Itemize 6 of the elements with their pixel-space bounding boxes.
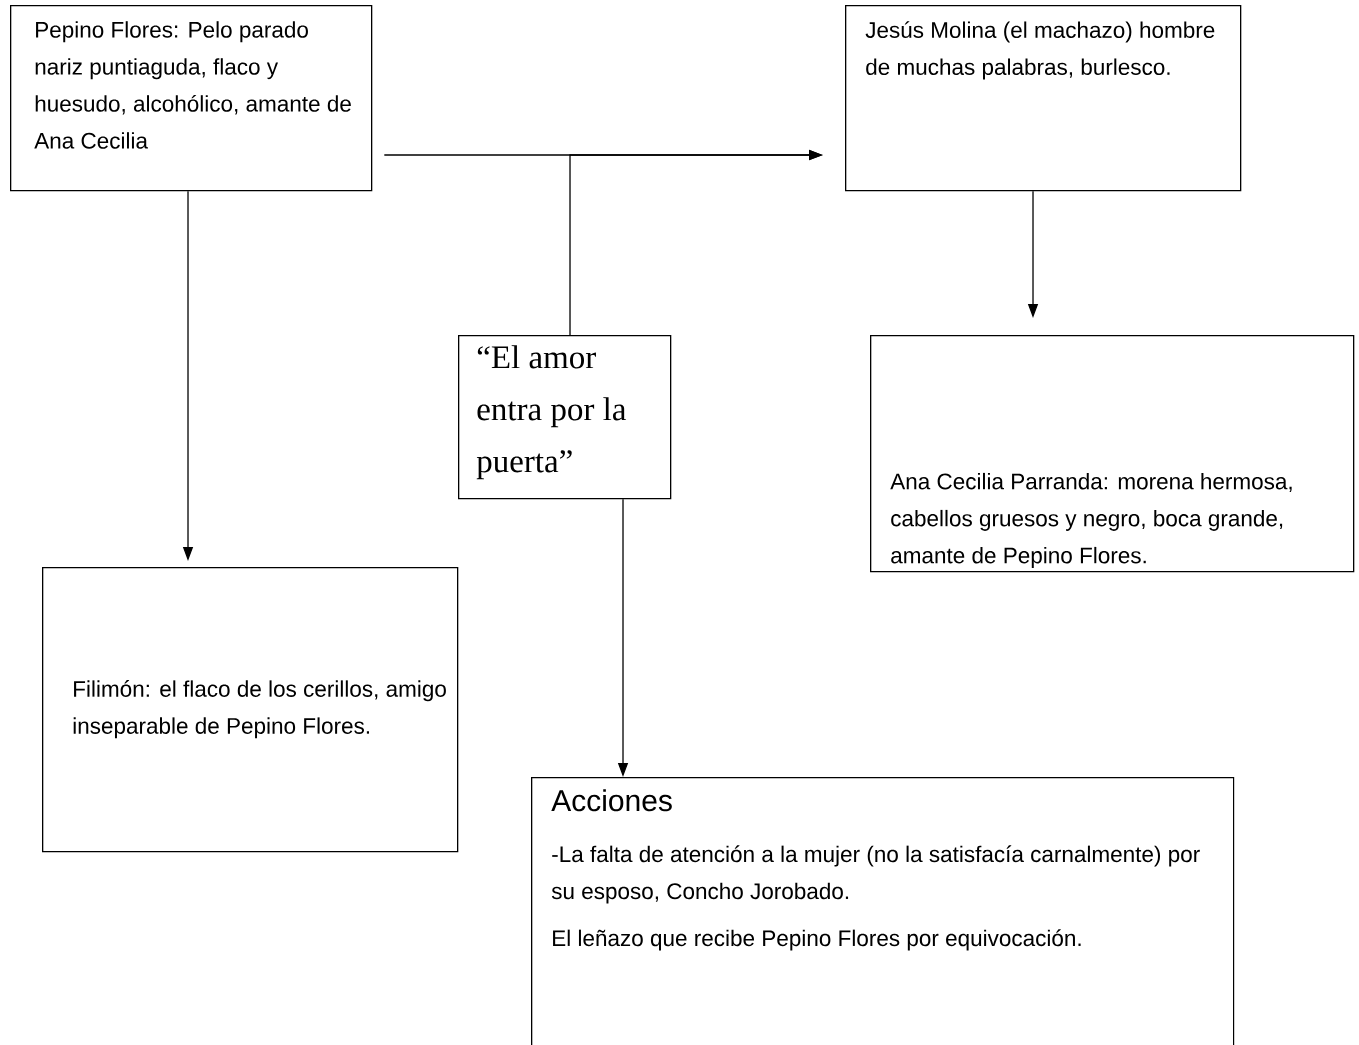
- text-box: Jesús Molina (el machazo) hombre de muchas palabras, burlesco.: [845, 5, 1242, 192]
- text-box: Acciones -La falta de atención a la mujer (no la satisfacía carnalmente) por su esposo, Concho Jorobado. El leñazo que recibe Pepino Flores por equivocación.: [531, 777, 1235, 1045]
- text-box: “El amor entra por la puerta”: [458, 335, 672, 500]
- text-box: Filimón: el flaco de los cerillos, amigo inseparable de Pepino Flores.: [42, 567, 459, 853]
- text-box: Pepino Flores: Pelo parado nariz puntiaguda, flaco y huesudo, alcohólico, amante de Ana Cecilia: [10, 5, 373, 192]
- text-box: Ana Cecilia Parranda: morena hermosa, cabellos gruesos y negro, boca grande, amante de Pepino Flores.: [870, 335, 1355, 573]
